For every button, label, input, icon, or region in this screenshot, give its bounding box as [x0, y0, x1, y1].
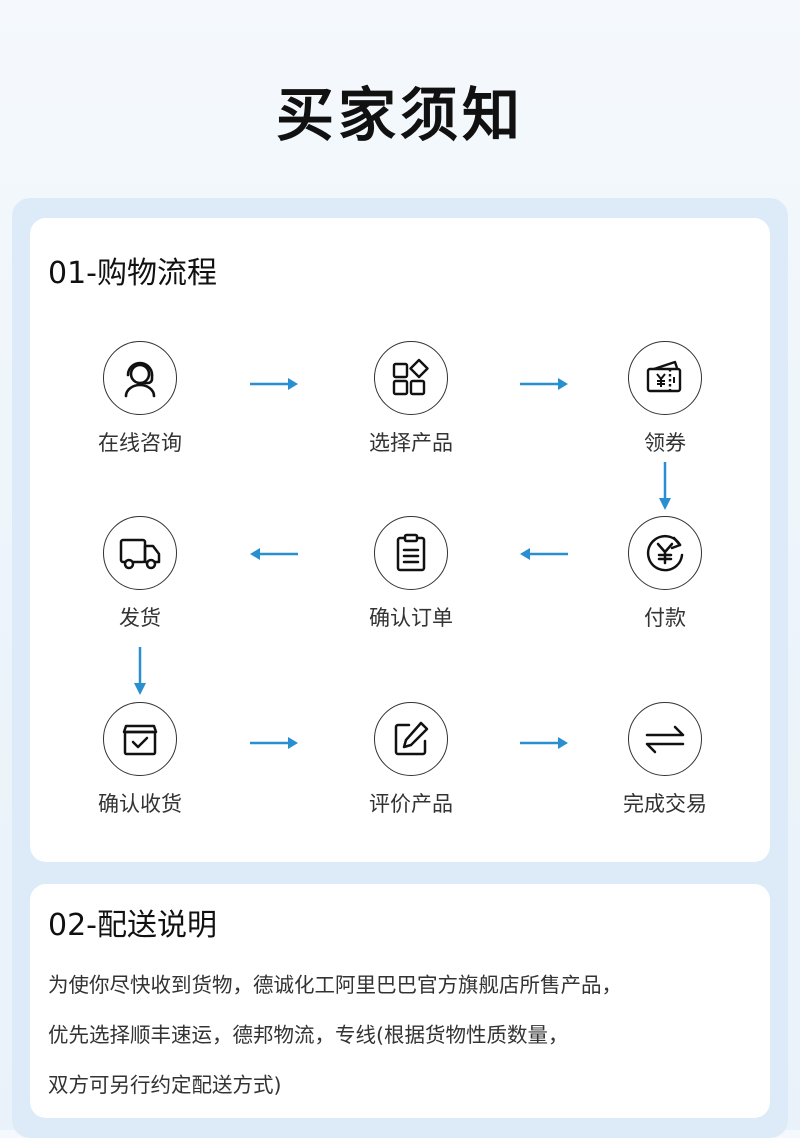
shipping-line: 优先选择顺丰速运，德邦物流，专线(根据货物性质数量， — [48, 1023, 569, 1047]
arrow-right-icon — [520, 737, 568, 749]
grid-select-icon — [374, 341, 448, 415]
arrow-left-icon — [250, 548, 298, 560]
shipping-description: 为使你尽快收到货物，德诚化工阿里巴巴官方旗舰店所售产品， 优先选择顺丰速运，德邦… — [48, 960, 758, 1110]
shopping-flow-title: 01-购物流程 — [48, 256, 217, 291]
step-label: 在线咨询 — [98, 431, 182, 455]
edit-icon — [374, 702, 448, 776]
exchange-icon — [628, 702, 702, 776]
step-review-product: 评价产品 — [331, 702, 491, 818]
step-pay: 付款 — [585, 516, 745, 632]
step-label: 选择产品 — [369, 431, 453, 455]
arrow-down-icon — [659, 462, 671, 510]
arrow-left-icon — [520, 548, 568, 560]
step-ship: 发货 — [60, 516, 220, 632]
step-label: 评价产品 — [369, 792, 453, 816]
arrow-down-icon — [134, 647, 146, 695]
page-title: 买家须知 — [275, 81, 524, 149]
arrow-right-icon — [520, 378, 568, 390]
yuan-refresh-icon — [628, 516, 702, 590]
step-select-product: 选择产品 — [331, 341, 491, 457]
shipping-info-title: 02-配送说明 — [48, 908, 217, 943]
step-label: 领券 — [644, 431, 686, 455]
step-online-consult: 在线咨询 — [60, 341, 220, 457]
checkbox-icon — [103, 702, 177, 776]
step-label: 发货 — [119, 606, 161, 630]
step-confirm-order: 确认订单 — [331, 516, 491, 632]
arrow-right-icon — [250, 378, 298, 390]
shipping-line: 双方可另行约定配送方式) — [48, 1073, 282, 1097]
step-label: 付款 — [644, 606, 686, 630]
coupon-icon — [628, 341, 702, 415]
arrow-right-icon — [250, 737, 298, 749]
step-label: 确认收货 — [98, 792, 182, 816]
clipboard-icon — [374, 516, 448, 590]
step-complete-deal: 完成交易 — [585, 702, 745, 818]
step-coupon: 领券 — [585, 341, 745, 457]
shipping-line: 为使你尽快收到货物，德诚化工阿里巴巴官方旗舰店所售产品， — [48, 973, 622, 997]
step-confirm-receipt: 确认收货 — [60, 702, 220, 818]
shipping-info-card: 02-配送说明 为使你尽快收到货物，德诚化工阿里巴巴官方旗舰店所售产品， 优先选… — [30, 884, 770, 1118]
truck-icon — [103, 516, 177, 590]
customer-service-icon — [103, 341, 177, 415]
step-label: 完成交易 — [623, 792, 707, 816]
step-label: 确认订单 — [369, 606, 453, 630]
